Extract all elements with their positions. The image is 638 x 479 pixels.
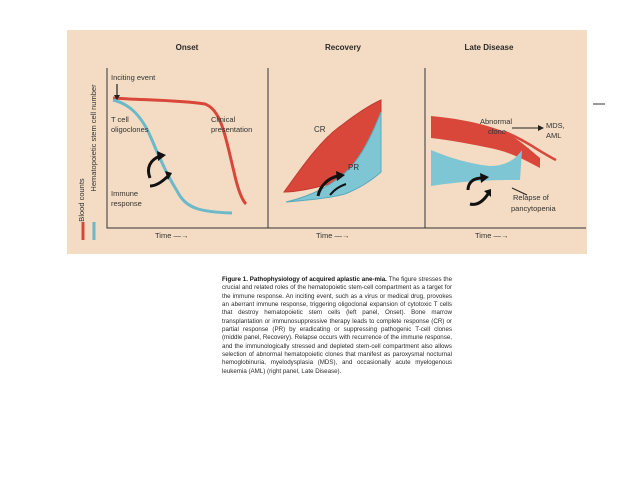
recovery-panel: CR PR Time —→ — [283, 99, 382, 240]
late-arrow-2 — [469, 193, 490, 206]
late-arrowhead-1 — [480, 173, 489, 183]
late-disease-panel: Abnormal clone MDS, AML Relapse of pancy… — [431, 116, 565, 240]
t-cell-label-1: T cell — [111, 115, 129, 124]
late-time-label: Time —→ — [475, 231, 508, 240]
recovery-arrow — [316, 174, 339, 197]
late-red-area — [431, 116, 540, 168]
inciting-event-label: Inciting event — [111, 73, 156, 82]
caption-text: The figure stresses the crucial and rela… — [222, 276, 453, 375]
late-red-line — [504, 130, 557, 162]
inciting-event-arrowhead — [114, 95, 120, 100]
panel-title-recovery: Recovery — [325, 43, 362, 52]
recovery-arrowhead — [336, 171, 345, 181]
relapse-label-1: Relapse of — [513, 193, 550, 202]
onset-blue-curve — [112, 98, 233, 215]
immune-arrowhead-2 — [165, 171, 172, 180]
onset-time-label: Time —→ — [155, 231, 188, 240]
recovery-arrow-2 — [329, 183, 347, 196]
pr-label: PR — [348, 163, 359, 172]
relapse-label-2: pancytopenia — [511, 204, 556, 213]
abnormal-clone-label-2: clone — [488, 127, 506, 136]
immune-label-2: response — [111, 199, 142, 208]
figure-caption: Figure 1. Pathophysiology of acquired ap… — [222, 276, 452, 376]
clinical-label-1: Clinical — [211, 115, 236, 124]
relapse-pointer — [511, 187, 528, 196]
y-axis-label-blood-counts: Blood counts — [77, 178, 86, 222]
onset-panel: Inciting event T cell oligoclones Clinic… — [111, 73, 252, 240]
late-blue-area — [431, 150, 522, 186]
t-cell-label-2: oligoclones — [111, 125, 149, 134]
caption-label: Figure 1. Pathophysiology of acquired ap… — [222, 276, 387, 283]
immune-arrowhead-1 — [157, 151, 166, 161]
panel-axes — [106, 68, 586, 229]
late-arrow-1 — [466, 176, 483, 191]
late-arrowhead-2 — [484, 189, 491, 197]
panel-title-onset: Onset — [176, 43, 199, 52]
clinical-label-2: presentation — [211, 125, 252, 134]
recovery-pr-area — [285, 111, 382, 203]
mds-label-2: AML — [546, 131, 561, 140]
recovery-time-label: Time —→ — [316, 231, 349, 240]
immune-label-1: Immune — [111, 189, 138, 198]
cr-label: CR — [314, 125, 326, 134]
panel-title-late-disease: Late Disease — [465, 43, 514, 52]
onset-red-curve — [112, 96, 248, 206]
y-axis-label-stem-cell: Hematopoietic stem cell number — [89, 84, 98, 192]
abnormal-clone-arrowhead — [538, 125, 544, 131]
immune-arrow-2 — [149, 174, 170, 188]
mds-label-1: MDS, — [546, 121, 565, 130]
abnormal-clone-label-1: Abnormal — [480, 117, 512, 126]
